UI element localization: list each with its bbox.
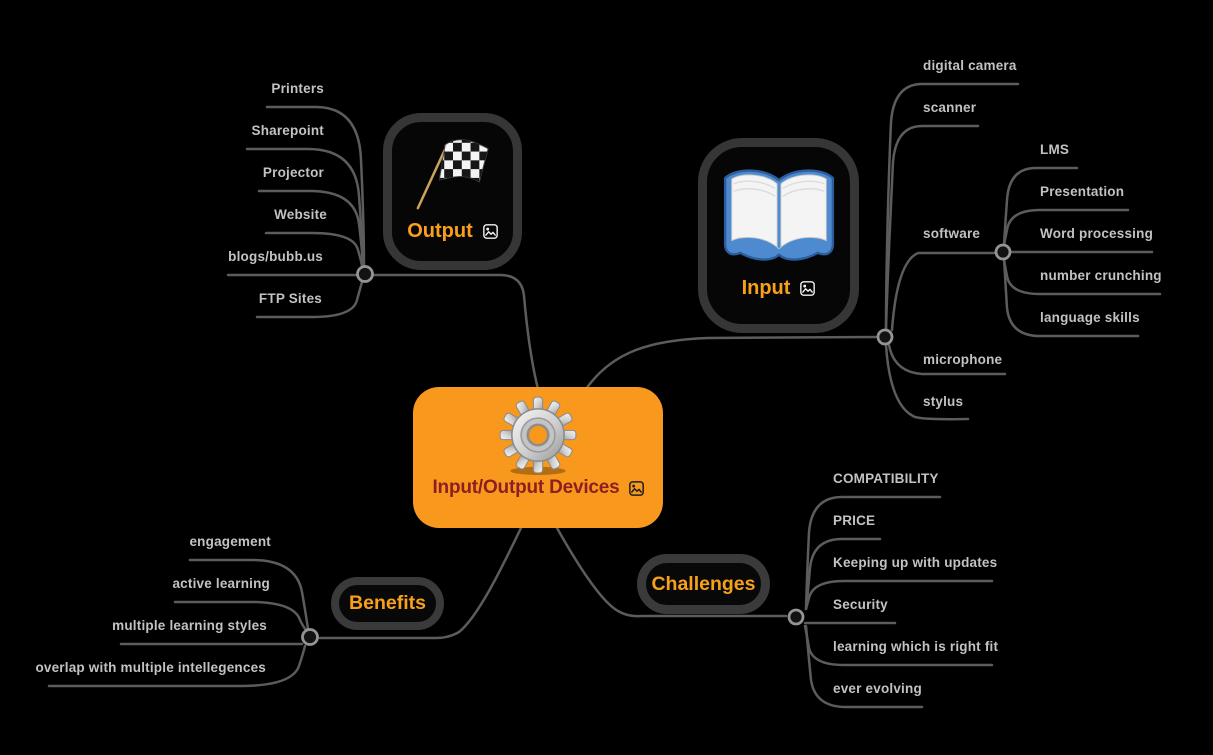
leaf-word-processing[interactable]: Word processing (1040, 226, 1154, 241)
leaf-price[interactable]: PRICE (833, 513, 876, 528)
wire-presentation (1002, 208, 1130, 247)
wire-printers (265, 105, 366, 268)
leaf-software[interactable]: software (923, 226, 981, 241)
leaf-lms[interactable]: LMS (1040, 142, 1070, 157)
wire-language-skills (1002, 257, 1140, 338)
checkered-flag-icon (416, 139, 489, 210)
wire-digital-camera (884, 82, 1020, 332)
wire-website (264, 231, 364, 268)
leaf-learning-which-is-right-fit[interactable]: learning which is right fit (833, 639, 999, 654)
open-book-icon (723, 169, 834, 261)
leaf-keeping-up-with-updates[interactable]: Keeping up with updates (833, 555, 998, 570)
benefits-node-label[interactable]: Benefits (349, 592, 426, 614)
trunk-center-output (363, 273, 540, 391)
node-input[interactable]: Input (698, 138, 859, 333)
leaf-language-skills[interactable]: language skills (1040, 310, 1140, 325)
wire-compatibility (804, 495, 942, 611)
node-center-input-output-devices[interactable]: Input/Output Devices (413, 387, 663, 528)
trunk-center-benefits (318, 526, 523, 640)
leaf-overlap-multiple-intellegences[interactable]: overlap with multiple intellegences (35, 660, 266, 675)
leaf-sharepoint[interactable]: Sharepoint (251, 123, 324, 138)
node-output[interactable]: Output (383, 113, 522, 270)
wire-ftp-sites (255, 280, 364, 319)
hub-benefits (301, 628, 319, 646)
hub-input (876, 328, 894, 346)
wire-lms (1002, 166, 1079, 247)
leaf-presentation[interactable]: Presentation (1040, 184, 1125, 199)
challenges-node-label[interactable]: Challenges (651, 572, 756, 595)
wire-ever-evolving (804, 624, 924, 709)
hub-software (994, 243, 1012, 261)
wire-projector (257, 189, 365, 268)
leaf-scanner[interactable]: scanner (923, 100, 977, 115)
wire-scanner (884, 124, 980, 332)
wire-price (804, 537, 882, 611)
leaf-compatibility[interactable]: COMPATIBILITY (833, 471, 939, 486)
trunk-center-input (584, 335, 878, 391)
node-challenges[interactable]: Challenges (637, 554, 770, 614)
leaf-blogs-bubb-us[interactable]: blogs/bubb.us (228, 249, 323, 264)
leaf-multiple-learning-styles[interactable]: multiple learning styles (112, 618, 267, 633)
wire-engagement (188, 558, 310, 631)
leaf-security[interactable]: Security (833, 597, 888, 612)
leaf-ftp-sites[interactable]: FTP Sites (258, 291, 322, 306)
image-attachment-icon[interactable] (628, 480, 644, 496)
gear-icon (499, 396, 577, 475)
leaf-ever-evolving[interactable]: ever evolving (833, 681, 922, 696)
leaf-digital-camera[interactable]: digital camera (923, 58, 1017, 73)
wire-software (890, 251, 996, 332)
hub-challenges (787, 608, 805, 626)
leaf-stylus[interactable]: stylus (923, 394, 964, 409)
output-node-label[interactable]: Output (407, 220, 473, 242)
image-attachment-icon[interactable] (800, 281, 816, 296)
leaf-number-crunching[interactable]: number crunching (1040, 268, 1162, 283)
wire-stylus (884, 343, 970, 421)
leaf-engagement[interactable]: engagement (189, 534, 271, 549)
leaf-microphone[interactable]: microphone (923, 352, 1003, 367)
hub-output (356, 265, 374, 283)
center-node-label[interactable]: Input/Output Devices (432, 477, 620, 498)
leaf-active-learning[interactable]: active learning (172, 576, 270, 591)
wire-keeping-up (804, 579, 994, 611)
wire-overlap-intellegences (47, 644, 307, 688)
image-attachment-icon[interactable] (482, 224, 498, 239)
leaf-website[interactable]: Website (274, 207, 327, 222)
node-benefits[interactable]: Benefits (331, 577, 444, 630)
leaf-projector[interactable]: Projector (262, 165, 324, 180)
wire-microphone (887, 343, 1007, 376)
wire-active-learning (173, 600, 308, 632)
leaf-printers[interactable]: Printers (271, 81, 324, 96)
trunk-center-challenges (555, 526, 788, 618)
input-node-label[interactable]: Input (741, 277, 791, 299)
